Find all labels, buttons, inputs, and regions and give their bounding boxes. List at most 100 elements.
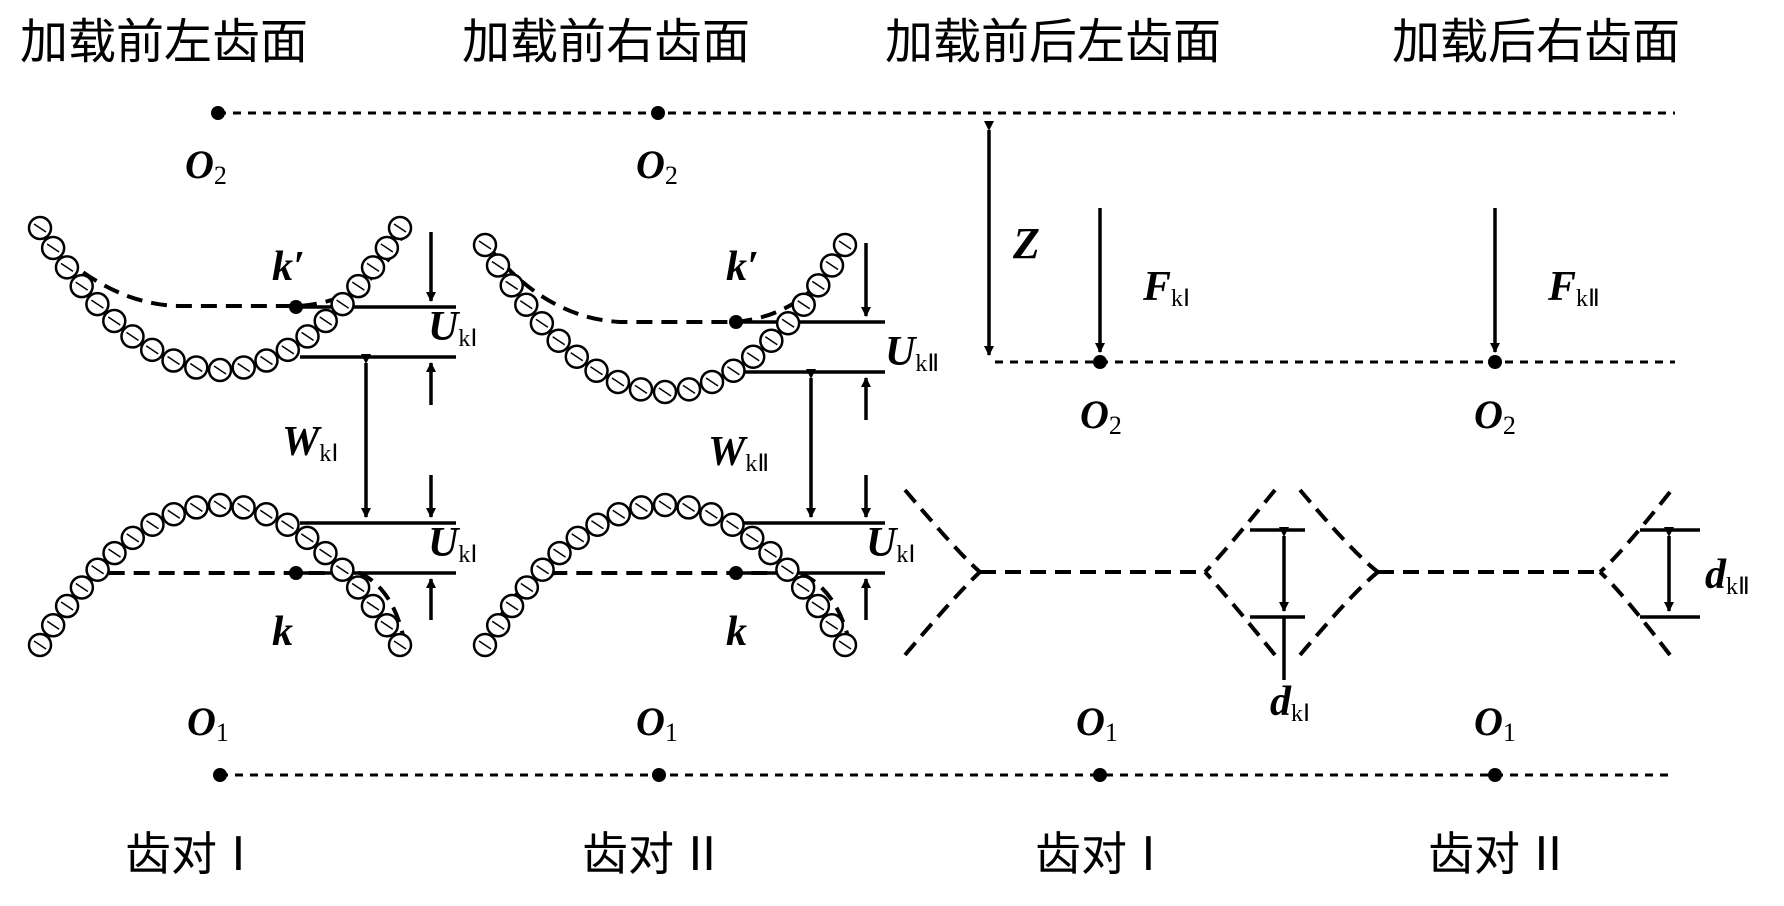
ball-mark (237, 362, 251, 373)
o2-label: O2 (636, 142, 678, 190)
ball-mark (126, 331, 139, 342)
ball-mark (336, 299, 350, 309)
panel-pair-i-before: k′ k UkⅠ UkⅠ WkⅠ (27, 215, 477, 658)
ball-chain (27, 215, 413, 658)
ball-mark (393, 640, 407, 650)
ball-mark (259, 509, 273, 519)
footer-pair-ii: 齿对 II (1428, 827, 1562, 881)
ball-mark (570, 352, 584, 362)
ball-mark (146, 520, 159, 530)
ball-mark (167, 355, 180, 366)
o1-point (213, 768, 227, 782)
ball-mark (393, 223, 407, 233)
left-flank (903, 570, 982, 657)
ball-mark (571, 533, 585, 543)
ball-mark (491, 260, 505, 271)
o1-label: O1 (1474, 699, 1516, 747)
right-flank (1203, 488, 1277, 574)
ball-mark (781, 318, 795, 328)
header-left-after: 加载前后左齿面 (885, 14, 1221, 70)
ball-mark (764, 548, 777, 558)
ball-mark (811, 601, 825, 611)
ball-mark (612, 509, 626, 519)
panel-pair-ii-after: dkⅡ (1298, 488, 1750, 657)
ball-mark (260, 355, 273, 366)
ball-mark (658, 500, 672, 510)
o2-point (651, 106, 665, 120)
dki-label: dkⅠ (1270, 679, 1310, 727)
footer-pair-ii: 齿对 II (582, 827, 716, 881)
ball-mark (301, 331, 314, 342)
footer-pair-i: 齿对 I (125, 827, 245, 881)
ball-mark (796, 582, 810, 593)
ball-mark (635, 502, 648, 513)
ball-mark (764, 336, 778, 346)
ball-mark (838, 640, 852, 650)
left-flank (903, 488, 982, 574)
o2-point (211, 106, 225, 120)
ball-mark (380, 243, 394, 253)
ball-mark (611, 377, 625, 387)
o2-label: O2 (1080, 392, 1122, 440)
ball-mark (825, 260, 839, 271)
ball-mark (682, 384, 696, 395)
ball-mark (213, 365, 227, 375)
wki-label: WkⅠ (282, 419, 338, 467)
panel-pair-i-after: dkⅠ (903, 488, 1310, 727)
header-right-after: 加载后右齿面 (1392, 14, 1680, 70)
ball-mark (811, 280, 825, 291)
ball-mark (520, 582, 534, 593)
ball-mark (838, 240, 852, 250)
ball-mark (335, 565, 349, 575)
ball-mark (237, 502, 250, 513)
ball-mark (478, 240, 492, 250)
ball-chain (472, 232, 858, 658)
ball-mark (590, 366, 603, 376)
ball-mark (75, 281, 89, 291)
footer-pair-i: 齿对 I (1035, 827, 1155, 881)
ball-mark (351, 281, 365, 291)
fki-label: FkⅠ (1142, 264, 1190, 312)
ball-mark (519, 300, 533, 310)
o2-after-point (1093, 355, 1107, 369)
z-label: Z (1012, 219, 1040, 268)
ball-mark (825, 620, 839, 630)
ball-mark (705, 377, 719, 387)
ball-mark (726, 520, 739, 530)
ball-mark (682, 502, 695, 513)
ball-mark (33, 223, 47, 233)
uki-label: UkⅠ (866, 520, 915, 568)
o2-label: O2 (1474, 392, 1516, 440)
o1-label: O1 (187, 699, 229, 747)
ball-mark (300, 533, 314, 543)
k-prime-label: k′ (726, 244, 759, 290)
ball-mark (46, 243, 60, 253)
ball-mark (536, 565, 550, 575)
o1-label: O1 (1076, 699, 1118, 747)
ball-mark (553, 548, 566, 558)
ball-mark (505, 280, 519, 291)
ball-mark (107, 316, 121, 326)
ball-mark (213, 500, 227, 510)
ball-mark (704, 509, 718, 519)
right-flank (1598, 490, 1672, 574)
ball-mark (746, 352, 760, 362)
k-label: k (726, 609, 747, 655)
header-right-before: 加载前右齿面 (462, 14, 750, 70)
ball-mark (167, 509, 181, 519)
uki-label: UkⅠ (428, 520, 477, 568)
ball-mark (60, 262, 74, 272)
ball-mark (33, 640, 47, 650)
ball-mark (281, 345, 295, 355)
right-flank (1598, 570, 1672, 657)
o2-label: O2 (185, 142, 227, 190)
ball-mark (366, 601, 380, 611)
left-flank (1298, 488, 1380, 574)
ball-mark (491, 620, 505, 630)
ball-mark (319, 548, 332, 558)
o2-after-point (1488, 355, 1502, 369)
uki-label: UkⅠ (428, 304, 477, 352)
ball-mark (478, 640, 492, 650)
ball-mark (281, 520, 294, 530)
